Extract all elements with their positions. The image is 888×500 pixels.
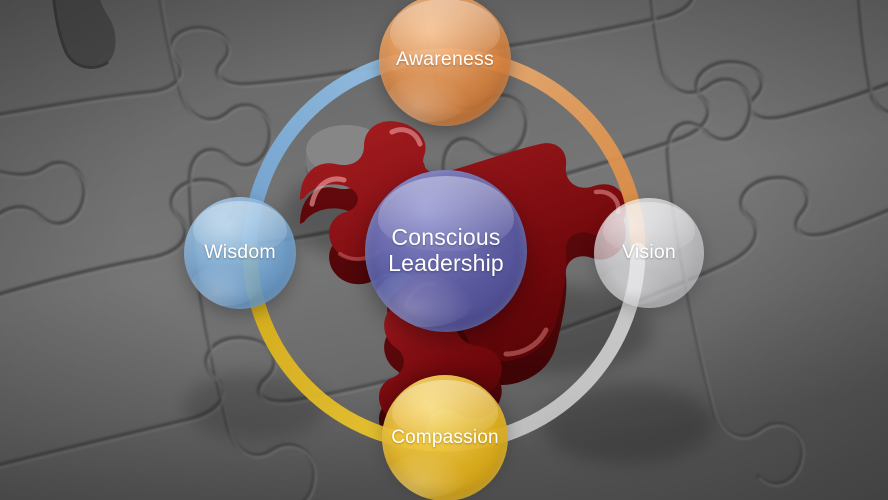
node-compassion[interactable]: Compassion: [382, 375, 508, 500]
node-vision[interactable]: Vision: [594, 198, 704, 308]
node-wisdom-label: Wisdom: [204, 241, 276, 264]
node-awareness[interactable]: Awareness: [379, 0, 511, 126]
node-wisdom[interactable]: Wisdom: [184, 197, 296, 309]
center-label-line1: Conscious: [391, 224, 501, 251]
node-awareness-label: Awareness: [396, 48, 494, 71]
node-conscious-leadership[interactable]: Conscious Leadership: [365, 170, 527, 332]
node-conscious-leadership-label: Conscious Leadership: [384, 224, 508, 277]
node-vision-label: Vision: [622, 241, 676, 264]
center-label-line2: Leadership: [388, 250, 504, 276]
node-compassion-label: Compassion: [391, 427, 499, 449]
